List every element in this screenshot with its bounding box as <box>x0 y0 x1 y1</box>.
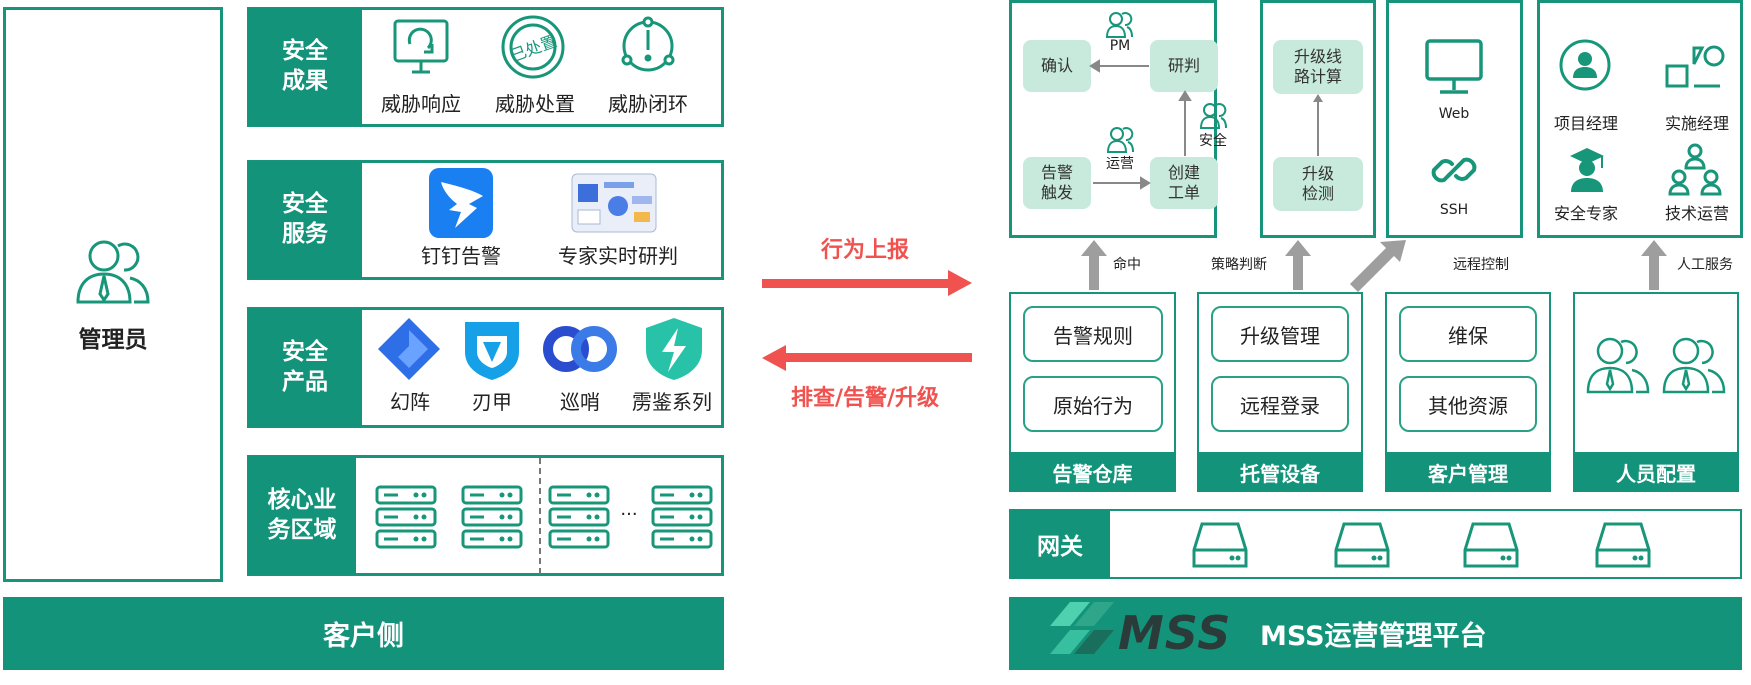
dingtalk-icon <box>429 168 493 238</box>
staff-panel <box>1537 0 1743 238</box>
behavior-report-label: 行为上报 <box>820 238 909 263</box>
hit-arrow-up <box>1081 240 1107 290</box>
mss-platform-label: MSS运营管理平台 <box>1260 621 1487 652</box>
remote-control-label: 远程控制 <box>1453 257 1509 273</box>
project-manager-icon <box>1558 38 1612 92</box>
monitor-icon <box>1424 38 1484 96</box>
response-arrow-left <box>762 345 972 371</box>
xunshao-loop-icon <box>540 322 620 376</box>
gateway-device-icon-4 <box>1595 520 1651 570</box>
pm-label: PM <box>1109 38 1131 54</box>
maintenance-item: 维保 <box>1399 306 1537 362</box>
threat-closure-label: 威胁闭环 <box>608 92 688 116</box>
ssh-label: SSH <box>1439 202 1469 218</box>
alarm-trigger-node: 告警触发 <box>1023 157 1091 209</box>
gateway-device-icon-3 <box>1463 520 1519 570</box>
threat-response-label: 威胁响应 <box>381 92 461 116</box>
project-manager-label: 项目经理 <box>1553 114 1618 133</box>
confirm-node: 确认 <box>1023 40 1091 92</box>
staff-person-icon-2 <box>1662 334 1726 394</box>
xunshao-label: 巡哨 <box>560 390 600 414</box>
threat-handling-label: 威胁处置 <box>495 92 575 116</box>
tech-ops-label: 技术运营 <box>1664 204 1729 223</box>
remote-control-arrow <box>1350 240 1406 292</box>
customer-management-title: 客户管理 <box>1385 452 1551 492</box>
admin-panel <box>3 7 223 582</box>
expert-dashboard-icon <box>566 170 662 236</box>
server-icon-1 <box>374 484 438 550</box>
raw-behavior-item: 原始行为 <box>1023 376 1163 432</box>
upgrade-check-node: 升级检测 <box>1273 157 1363 211</box>
servers-ellipsis: ··· <box>620 504 638 525</box>
admin-label: 管理员 <box>78 327 148 353</box>
dingtalk-alert-label: 钉钉告警 <box>421 244 501 268</box>
client-side-footer: 客户侧 <box>3 597 724 670</box>
ssh-link-icon <box>1428 144 1480 196</box>
expert-analysis-label: 专家实时研判 <box>558 244 678 268</box>
security-person-icon <box>1199 101 1227 129</box>
threat-closed-loop-icon <box>618 16 678 76</box>
renjia-label: 刃甲 <box>472 390 512 414</box>
other-resources-item: 其他资源 <box>1399 376 1537 432</box>
lijian-label: 雳鉴系列 <box>632 390 712 414</box>
security-expert-label: 安全专家 <box>1553 204 1618 223</box>
policy-arrow-up <box>1285 240 1311 290</box>
security-expert-icon <box>1566 146 1608 194</box>
huanzhen-logo-icon <box>376 316 442 382</box>
manual-service-label: 人工服务 <box>1677 257 1733 273</box>
core-business-title: 核心业务区域 <box>248 456 356 575</box>
threat-response-icon <box>392 18 450 76</box>
managed-devices-title: 托管设备 <box>1197 452 1363 492</box>
policy-judgment-label: 策略判断 <box>1211 257 1267 273</box>
gateway-title: 网关 <box>1010 510 1110 578</box>
workflow-arrows <box>1009 0 1217 238</box>
server-icon-3 <box>547 484 611 550</box>
implementation-manager-label: 实施经理 <box>1664 114 1729 133</box>
core-area-divider <box>539 458 541 574</box>
tech-ops-icon <box>1668 142 1722 196</box>
upgrade-management-item: 升级管理 <box>1211 306 1349 362</box>
admin-user-icon <box>74 234 154 306</box>
web-label: Web <box>1438 106 1470 122</box>
renjia-shield-icon <box>461 316 523 382</box>
mss-logo-mark <box>1050 600 1120 666</box>
investigate-alert-upgrade-label: 排查/告警/升级 <box>790 386 940 411</box>
gateway-device-icon-2 <box>1334 520 1390 570</box>
pm-person-icon <box>1105 10 1133 38</box>
security-results-title: 安全成果 <box>248 8 362 126</box>
security-services-title: 安全服务 <box>248 161 362 279</box>
upgrade-arrow-up <box>1260 0 1376 238</box>
server-icon-4 <box>650 484 714 550</box>
report-arrow-right <box>762 270 972 296</box>
ops-label: 运营 <box>1106 156 1134 172</box>
lijian-series-icon <box>644 316 704 382</box>
judge-node: 研判 <box>1150 40 1218 92</box>
mss-platform-footer <box>1009 597 1742 670</box>
hit-label: 命中 <box>1113 257 1141 273</box>
manual-service-arrow-up <box>1641 240 1667 290</box>
staff-person-icon-1 <box>1586 334 1650 394</box>
mss-logo-text: MSS <box>1118 606 1232 660</box>
remote-access-panel <box>1386 0 1523 238</box>
alarm-repository-title: 告警仓库 <box>1009 452 1176 492</box>
ops-person-icon <box>1106 125 1134 153</box>
security-label: 安全 <box>1199 133 1227 149</box>
threat-handled-stamp-icon: 已处置 <box>500 14 566 80</box>
huanzhen-label: 幻阵 <box>390 390 430 414</box>
implementation-manager-icon <box>1664 44 1726 90</box>
upgrade-route-calc-node: 升级线路计算 <box>1273 40 1363 94</box>
security-products-title: 安全产品 <box>248 308 362 427</box>
staffing-title: 人员配置 <box>1573 452 1739 492</box>
remote-login-item: 远程登录 <box>1211 376 1349 432</box>
alarm-rules-item: 告警规则 <box>1023 306 1163 362</box>
server-icon-2 <box>460 484 524 550</box>
create-ticket-node: 创建工单 <box>1150 157 1218 209</box>
gateway-device-icon-1 <box>1192 520 1248 570</box>
